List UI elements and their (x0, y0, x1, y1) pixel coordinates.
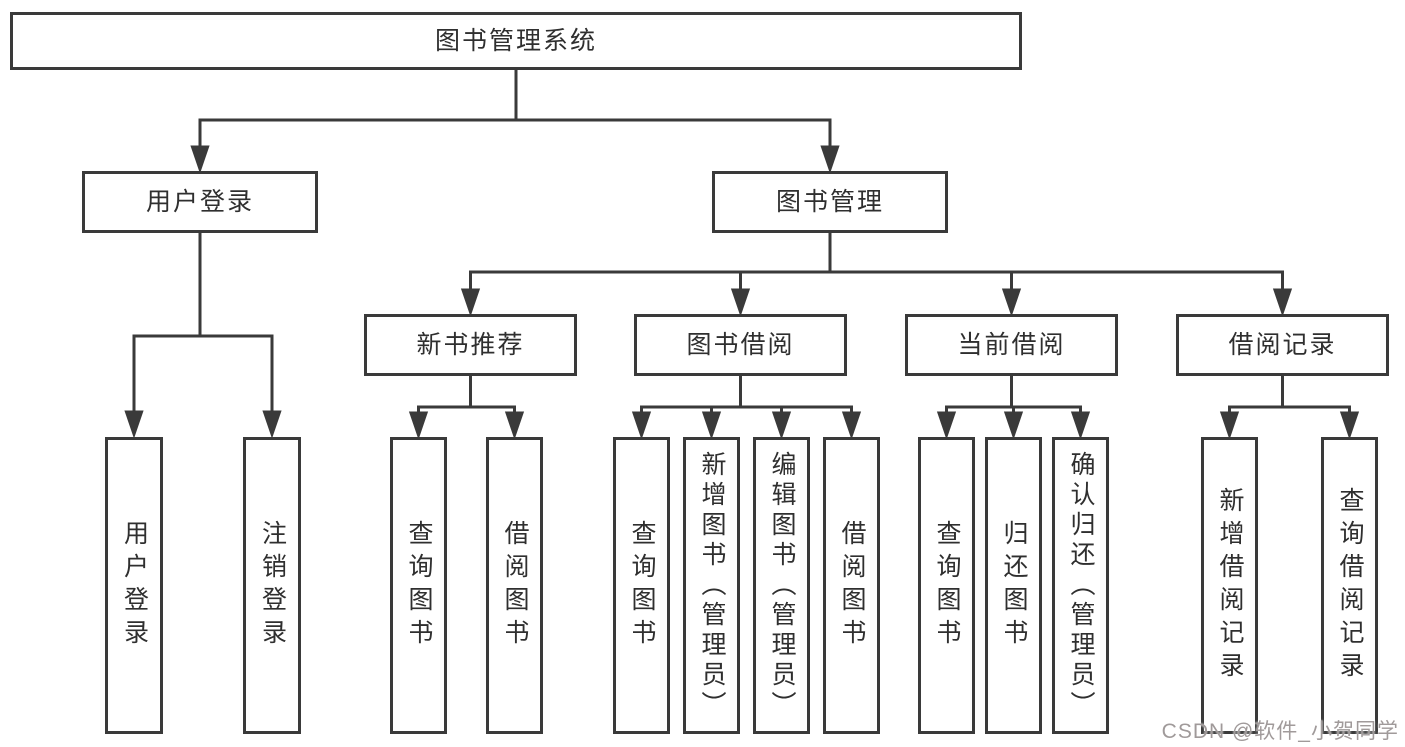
connector-new-book-rec-children (408, 376, 525, 440)
arrowhead (730, 288, 751, 317)
node-new-book-rec: 新书推荐 (364, 314, 577, 376)
arrowhead (841, 411, 862, 440)
arrowhead (1003, 411, 1024, 440)
node-book-borrow: 图书借阅 (634, 314, 847, 376)
leaf-bb-edit-book: 编辑图书（管理员） (753, 437, 810, 734)
leaf-user-login: 用户登录 (105, 437, 163, 734)
arrowhead (262, 410, 282, 439)
node-book-mgmt-label: 图书管理 (775, 187, 884, 216)
leaf-rec-query-book: 查询图书 (390, 437, 447, 734)
leaf-br-add-record-label: 新增借阅记录 (1216, 486, 1244, 685)
leaf-bb-add-book: 新增图书（管理员） (683, 437, 740, 734)
leaf-bb-add-book-label: 新增图书（管理员） (698, 450, 726, 721)
node-borrow-records-label: 借阅记录 (1228, 330, 1337, 359)
leaf-br-add-record: 新增借阅记录 (1201, 437, 1258, 734)
node-current-borrow: 当前借阅 (905, 314, 1118, 376)
leaf-rec-borrow-book: 借阅图书 (486, 437, 543, 734)
connector-book-mgmt-to-level3 (460, 233, 1293, 317)
node-borrow-records: 借阅记录 (1176, 314, 1389, 376)
leaf-rec-query-book-label: 查询图书 (405, 519, 433, 652)
arrowhead (701, 411, 722, 440)
arrowhead (1001, 288, 1022, 317)
leaf-cb-confirm-return: 确认归还（管理员） (1052, 437, 1109, 734)
node-user-login-label: 用户登录 (145, 187, 254, 216)
leaf-br-query-record: 查询借阅记录 (1321, 437, 1378, 734)
leaf-bb-edit-book-label: 编辑图书（管理员） (768, 450, 796, 721)
connector-current-borrow-children (936, 376, 1091, 440)
arrowhead (1070, 411, 1091, 440)
connector-book-borrow-children (631, 376, 862, 440)
node-root-label: 图书管理系统 (434, 26, 597, 55)
node-book-borrow-label: 图书借阅 (686, 330, 795, 359)
arrowhead (936, 411, 957, 440)
arrowhead (771, 411, 792, 440)
node-root: 图书管理系统 (10, 12, 1022, 70)
leaf-user-login-label: 用户登录 (120, 519, 149, 652)
leaf-logout-label: 注销登录 (258, 519, 287, 652)
node-current-borrow-label: 当前借阅 (957, 330, 1066, 359)
connector-borrow-records-children (1219, 376, 1360, 440)
leaf-cb-query-book-label: 查询图书 (933, 519, 961, 652)
arrowhead (460, 288, 481, 317)
arrowhead (1219, 411, 1240, 440)
leaf-br-query-record-label: 查询借阅记录 (1336, 486, 1364, 685)
arrowhead (124, 410, 144, 439)
arrowhead (190, 145, 210, 174)
connector-user-login-children (124, 233, 282, 439)
leaf-cb-query-book: 查询图书 (918, 437, 975, 734)
node-book-mgmt: 图书管理 (712, 171, 948, 233)
arrowhead (504, 411, 525, 440)
leaf-cb-return-book-label: 归还图书 (1000, 519, 1028, 652)
arrowhead (1272, 288, 1293, 317)
csdn-watermark: CSDN @软件_小贺同学 (1161, 720, 1399, 743)
leaf-logout: 注销登录 (243, 437, 301, 734)
arrowhead (631, 411, 652, 440)
leaf-bb-query-book-label: 查询图书 (628, 519, 656, 652)
arrowhead (820, 145, 840, 174)
leaf-rec-borrow-book-label: 借阅图书 (501, 519, 529, 652)
node-new-book-rec-label: 新书推荐 (416, 330, 525, 359)
leaf-cb-return-book: 归还图书 (985, 437, 1042, 734)
arrowhead (408, 411, 429, 440)
leaf-cb-confirm-return-label: 确认归还（管理员） (1067, 450, 1095, 721)
leaf-bb-query-book: 查询图书 (613, 437, 670, 734)
node-user-login: 用户登录 (82, 171, 318, 233)
leaf-bb-borrow-book-label: 借阅图书 (838, 519, 866, 652)
arrowhead (1339, 411, 1360, 440)
leaf-bb-borrow-book: 借阅图书 (823, 437, 880, 734)
connector-root-to-level2 (190, 70, 840, 174)
